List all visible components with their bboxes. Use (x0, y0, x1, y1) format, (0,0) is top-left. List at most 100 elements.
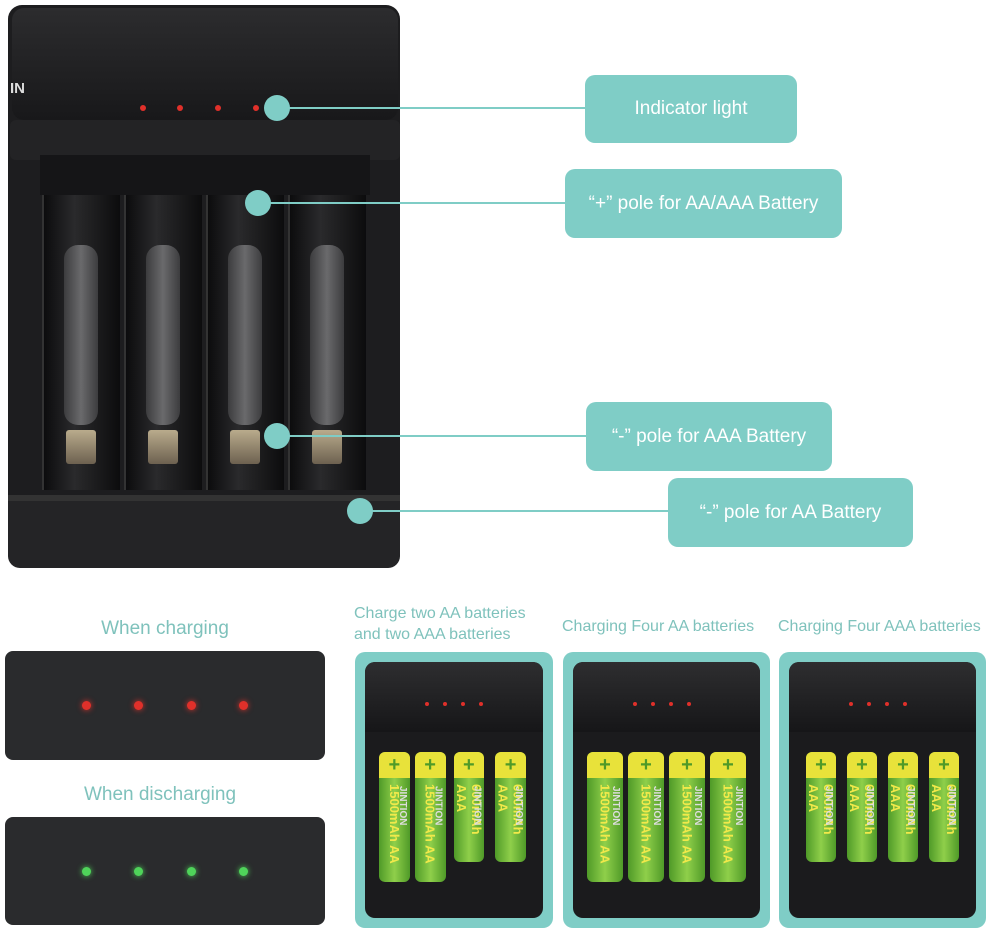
battery-brand: JINTION (471, 786, 483, 826)
plus-terminal-icon: + (806, 752, 836, 778)
battery-aa: + 1500mAh AA JINTION (669, 752, 705, 882)
callout-dot (264, 423, 290, 449)
discharging-led-panel (5, 817, 325, 925)
plus-terminal-icon: + (669, 752, 705, 778)
red-led (134, 701, 144, 710)
indicator-led (479, 702, 483, 706)
battery-capacity: 600mAh AAA (929, 784, 959, 835)
indicator-led (425, 702, 429, 706)
battery-brand: JINTION (651, 786, 662, 826)
battery-aa: + 1500mAh AA JINTION (587, 752, 623, 882)
battery-aaa: + 600mAh AAA JINTION (453, 752, 485, 862)
battery-capacity: 1500mAh AA (422, 784, 438, 864)
battery-row: + 600mAh AAA JINTION + 600mAh AAA JINTIO… (803, 752, 962, 894)
mode-panel-four-aa: + 1500mAh AA JINTION + 1500mAh AA JINTIO… (563, 652, 770, 928)
indicator-led (140, 105, 146, 111)
charger-band (10, 120, 400, 160)
mode-caption-line: Charge two AA batteries (354, 605, 526, 622)
charger-front (40, 155, 370, 195)
indicator-led (633, 702, 637, 706)
mode-caption-line: and two AAA batteries (354, 626, 511, 643)
indicator-led (215, 105, 221, 111)
indicator-led (885, 702, 889, 706)
callout-indicator-light: Indicator light (585, 75, 797, 143)
battery-brand: JINTION (946, 786, 957, 826)
battery-capacity: 600mAh AAA (806, 784, 836, 835)
callout-line (277, 435, 587, 437)
mini-charger-top (365, 662, 543, 732)
battery-brand: JINTION (513, 786, 524, 826)
battery-row: + 1500mAh AA JINTION + 1500mAh AA JINTIO… (587, 752, 746, 894)
indicator-led (903, 702, 907, 706)
callout-dot (347, 498, 373, 524)
battery-aa: + 1500mAh AA JINTION (379, 752, 410, 882)
battery-capacity: 600mAh AAA (495, 784, 526, 835)
indicator-led (669, 702, 673, 706)
battery-capacity: 1500mAh AA (386, 784, 402, 864)
red-led (81, 701, 91, 710)
mini-charger-top (789, 662, 976, 732)
battery-aaa: + 600mAh AAA JINTION (888, 752, 918, 862)
mode-caption: Charge two AA batteries and two AAA batte… (354, 603, 526, 645)
plus-terminal-icon: + (847, 752, 877, 778)
mode-panel-mixed: + 1500mAh AA JINTION + 1500mAh AA JINTIO… (355, 652, 553, 928)
plus-terminal-icon: + (453, 752, 485, 778)
mode-panel-four-aaa: + 600mAh AAA JINTION + 600mAh AAA JINTIO… (779, 652, 986, 928)
plus-terminal-icon: + (587, 752, 623, 778)
discharging-label: When discharging (83, 784, 237, 805)
mode-caption: Charging Four AAA batteries (778, 618, 981, 635)
indicator-led (253, 105, 259, 111)
plus-terminal-icon: + (379, 752, 410, 778)
battery-brand: JINTION (733, 786, 744, 826)
battery-aaa: + 600mAh AAA JINTION (847, 752, 877, 862)
battery-brand: JINTION (905, 786, 916, 826)
callout-line (258, 202, 568, 204)
port-label: IN (10, 80, 25, 97)
battery-capacity: 1500mAh AA (720, 784, 736, 864)
callout-minus-pole-aa: “-” pole for AA Battery (668, 478, 913, 547)
mini-charger: + 600mAh AAA JINTION + 600mAh AAA JINTIO… (789, 662, 976, 918)
indicator-led (177, 105, 183, 111)
battery-brand: JINTION (610, 786, 621, 826)
battery-aa: + 1500mAh AA JINTION (414, 752, 446, 882)
battery-aaa: + 600mAh AAA JINTION (495, 752, 526, 862)
callout-line (360, 510, 670, 512)
battery-capacity: 600mAh AAA (453, 784, 484, 835)
plus-terminal-icon: + (495, 752, 526, 778)
indicator-led (651, 702, 655, 706)
battery-capacity: 1500mAh AA (679, 784, 695, 864)
mini-charger-top (573, 662, 760, 732)
plus-terminal-icon: + (888, 752, 918, 778)
charger-base (8, 495, 400, 568)
indicator-led (687, 702, 691, 706)
mode-caption: Charging Four AA batteries (562, 618, 755, 635)
battery-aa: + 1500mAh AA JINTION (628, 752, 664, 882)
battery-aa: + 1500mAh AA JINTION (710, 752, 746, 882)
battery-brand: JINTION (692, 786, 703, 826)
battery-aaa: + 600mAh AAA JINTION (806, 752, 836, 862)
callout-minus-pole-aaa: “-” pole for AAA Battery (586, 402, 832, 471)
indicator-led (443, 702, 447, 706)
charging-led-panel (5, 651, 325, 760)
battery-row: + 1500mAh AA JINTION + 1500mAh AA JINTIO… (379, 752, 529, 894)
battery-capacity: 600mAh AAA (847, 784, 877, 835)
indicator-led (867, 702, 871, 706)
battery-brand: JINTION (864, 786, 875, 826)
battery-brand: JINTION (396, 786, 408, 826)
red-led (186, 701, 196, 710)
battery-slot (124, 195, 202, 513)
battery-brand: JINTION (823, 786, 834, 826)
plus-terminal-icon: + (710, 752, 746, 778)
battery-capacity: 600mAh AAA (888, 784, 918, 835)
indicator-led (461, 702, 465, 706)
charging-label: When charging (101, 618, 229, 639)
indicator-led (849, 702, 853, 706)
green-led (239, 866, 249, 876)
charger-top (12, 8, 398, 120)
callout-line (277, 107, 587, 109)
plus-terminal-icon: + (929, 752, 959, 778)
callout-dot (245, 190, 271, 216)
battery-capacity: 1500mAh AA (638, 784, 654, 864)
red-led (239, 701, 249, 710)
mini-charger: + 1500mAh AA JINTION + 1500mAh AA JINTIO… (573, 662, 760, 918)
